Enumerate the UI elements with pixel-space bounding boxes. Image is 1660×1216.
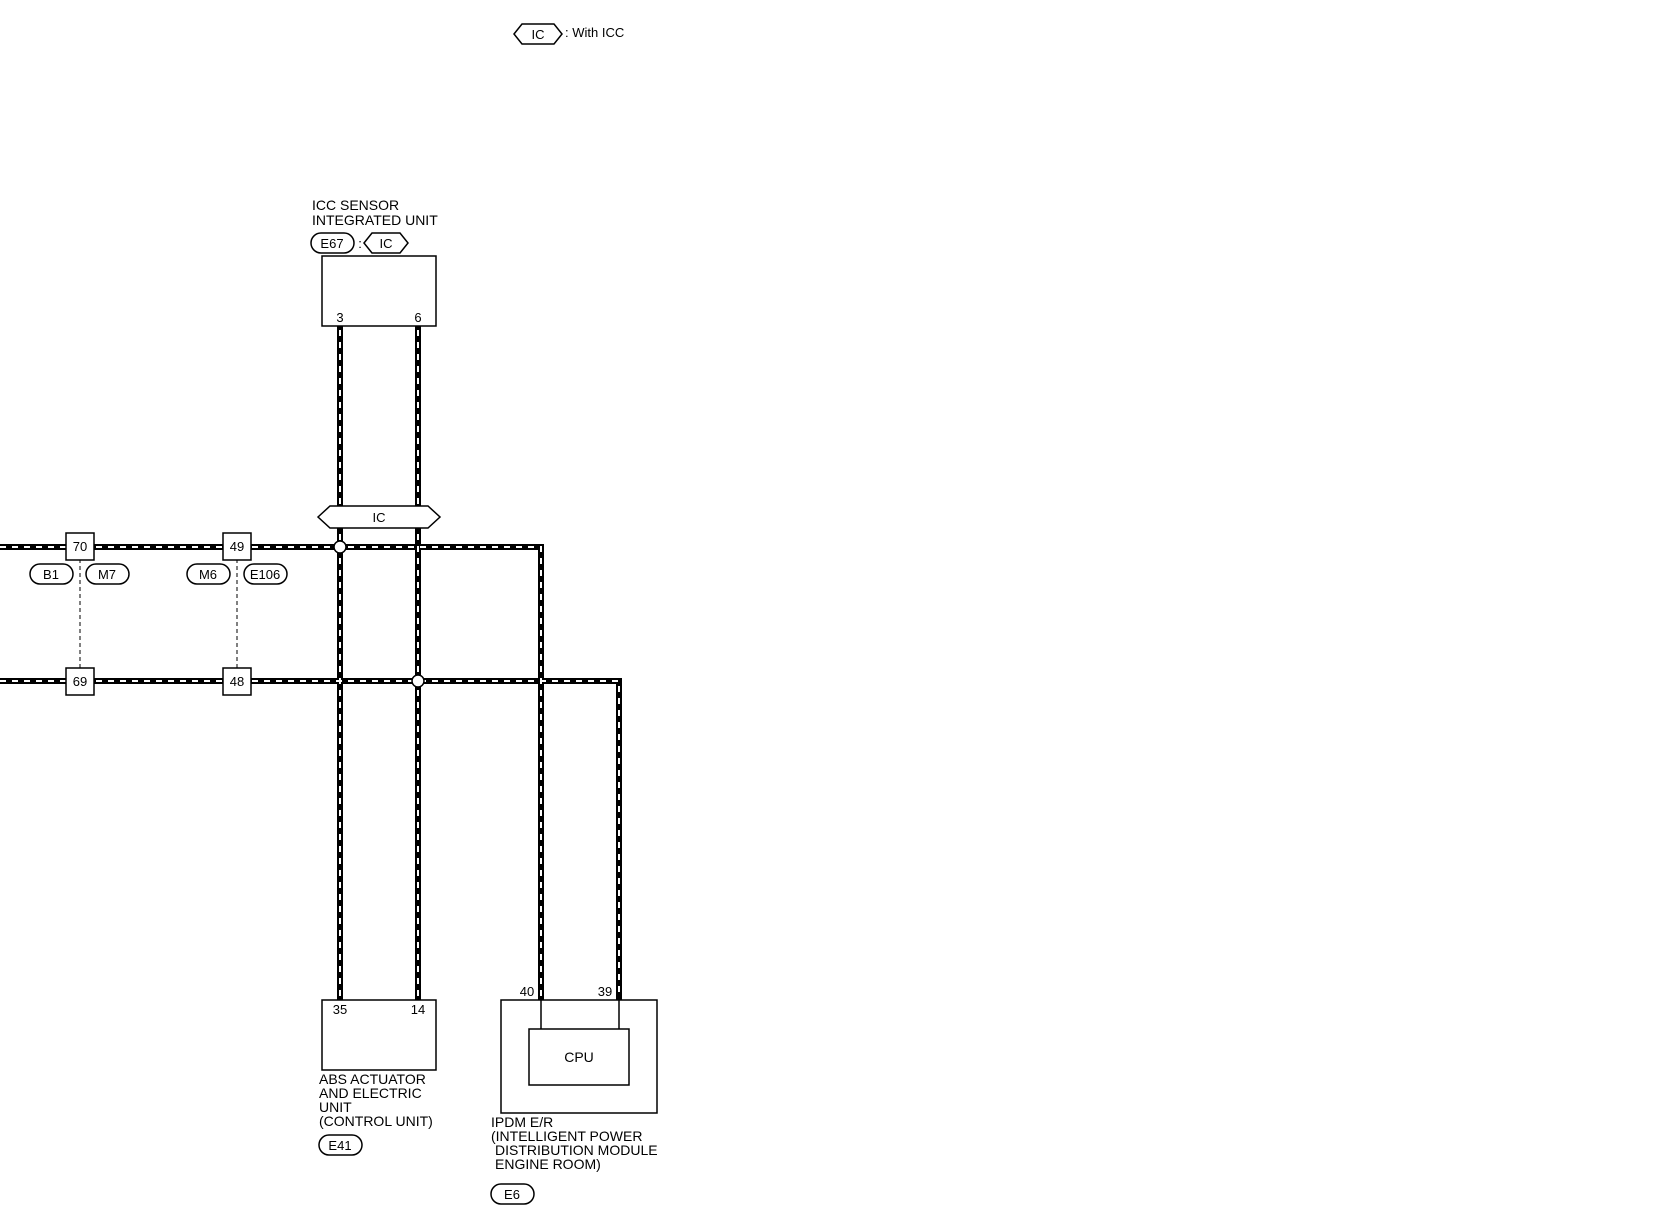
- legend-text: : With ICC: [565, 25, 624, 40]
- junction-1-lower-pin-box: [65, 667, 95, 696]
- icc-connector-label: E67: [320, 236, 343, 251]
- ipdm-title-4: ENGINE ROOM): [495, 1156, 601, 1172]
- legend: IC : With ICC: [513, 23, 624, 45]
- splice-point-upper: [333, 540, 347, 554]
- abs-pin-left: 35: [333, 1002, 347, 1017]
- junction-1-upper-pin-box: [65, 532, 95, 561]
- junction-2-lower-pin: 48: [230, 674, 244, 689]
- junction-1-conn-right-badge: [85, 563, 130, 585]
- junction-1-upper-pin: 70: [73, 539, 87, 554]
- icc-pin-left: 3: [336, 310, 343, 325]
- junction-connector-1: 70 69 B1 M7: [29, 532, 130, 696]
- legend-option-symbol: IC: [532, 27, 545, 42]
- abs-pin-right: 14: [411, 1002, 425, 1017]
- junction-2-conn-left: M6: [199, 567, 217, 582]
- option-marker: IC: [316, 505, 442, 529]
- wire-upper-bus: [0, 544, 544, 1000]
- junction-1-lower-pin: 69: [73, 674, 87, 689]
- abs-actuator-unit: 35 14 ABS ACTUATOR AND ELECTRIC UNIT (CO…: [318, 999, 437, 1156]
- icc-unit-box: [321, 255, 437, 327]
- abs-connector-badge: [318, 1134, 363, 1156]
- abs-connector-label: E41: [328, 1138, 351, 1153]
- icc-connector-badge: [310, 232, 355, 254]
- legend-option-hexagon: [513, 23, 563, 45]
- junction-connector-2: 49 48 M6 E106: [186, 532, 288, 696]
- junction-2-conn-right-badge: [243, 563, 288, 585]
- option-marker-label: IC: [373, 510, 386, 525]
- abs-unit-title-4: (CONTROL UNIT): [319, 1113, 433, 1129]
- wires: [0, 326, 622, 1000]
- abs-unit-title-1: ABS ACTUATOR: [319, 1071, 426, 1087]
- ipdm-pin-left: 40: [520, 984, 534, 999]
- icc-sensor-unit: ICC SENSOR INTEGRATED UNIT E67 : IC 3 6: [310, 197, 438, 327]
- ipdm-title-3: DISTRIBUTION MODULE: [495, 1142, 658, 1158]
- ipdm-title-2: (INTELLIGENT POWER: [491, 1128, 642, 1144]
- cpu-box: [528, 1028, 630, 1086]
- icc-option-symbol: IC: [380, 236, 393, 251]
- junction-2-conn-left-badge: [186, 563, 231, 585]
- icc-unit-title-2: INTEGRATED UNIT: [312, 212, 438, 228]
- icc-option-hexagon: [363, 232, 409, 254]
- junction-2-upper-pin-box: [222, 532, 252, 561]
- abs-unit-box: [321, 999, 437, 1071]
- ipdm-connector-label: E6: [504, 1187, 520, 1202]
- ipdm-connector-badge: [490, 1183, 535, 1205]
- ipdm-title-1: IPDM E/R: [491, 1114, 553, 1130]
- junction-2-conn-right: E106: [250, 567, 280, 582]
- junction-1-conn-left: B1: [43, 567, 59, 582]
- junction-2-lower-pin-box: [222, 667, 252, 696]
- wire-lower-bus: [0, 678, 622, 1000]
- option-marker-hexagon: [316, 505, 442, 529]
- icc-pin-right: 6: [414, 310, 421, 325]
- icc-unit-title-1: ICC SENSOR: [312, 197, 399, 213]
- abs-unit-title-2: AND ELECTRIC: [319, 1085, 422, 1101]
- junction-1-conn-right: M7: [98, 567, 116, 582]
- junction-2-upper-pin: 49: [230, 539, 244, 554]
- icc-separator: :: [358, 236, 362, 251]
- splice-point-lower: [411, 674, 425, 688]
- cpu-label: CPU: [564, 1049, 594, 1065]
- ipdm-pin-right: 39: [598, 984, 612, 999]
- junction-1-conn-left-badge: [29, 563, 74, 585]
- abs-unit-title-3: UNIT: [319, 1099, 352, 1115]
- ipdm-unit: 40 39 CPU IPDM E/R (INTELLIGENT POWER DI…: [490, 984, 658, 1205]
